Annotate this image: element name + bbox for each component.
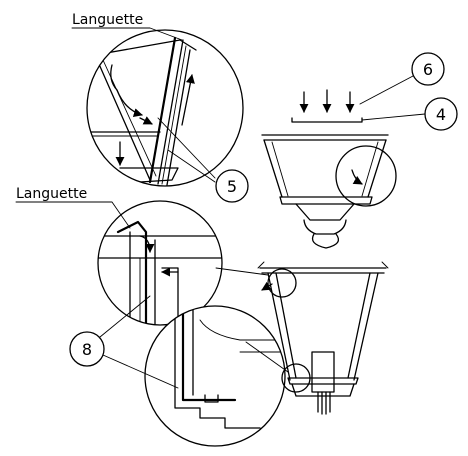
callout-8-number: 8 (82, 340, 92, 359)
languette-text-middle: Languette (16, 186, 87, 202)
insertion-arrows (291, 89, 363, 123)
languette-label-top: Languette (71, 12, 183, 41)
leader-lines (157, 117, 289, 373)
languette-label-middle: Languette (15, 186, 131, 229)
callout-8: 8 (69, 295, 179, 389)
detail-circle-top (86, 29, 244, 187)
callout-5: 5 (215, 169, 249, 203)
callout-6: 6 (359, 52, 445, 105)
detail-circle-middle (97, 200, 223, 326)
callout-4: 4 (361, 97, 458, 131)
callout-5-number: 5 (227, 177, 237, 196)
lantern-top-part (261, 134, 397, 249)
callout-4-number: 4 (436, 105, 446, 124)
lantern-cage (257, 261, 389, 415)
callout-6-number: 6 (423, 60, 433, 79)
languette-text-top: Languette (72, 12, 143, 28)
detail-circle-bottom (144, 305, 286, 447)
